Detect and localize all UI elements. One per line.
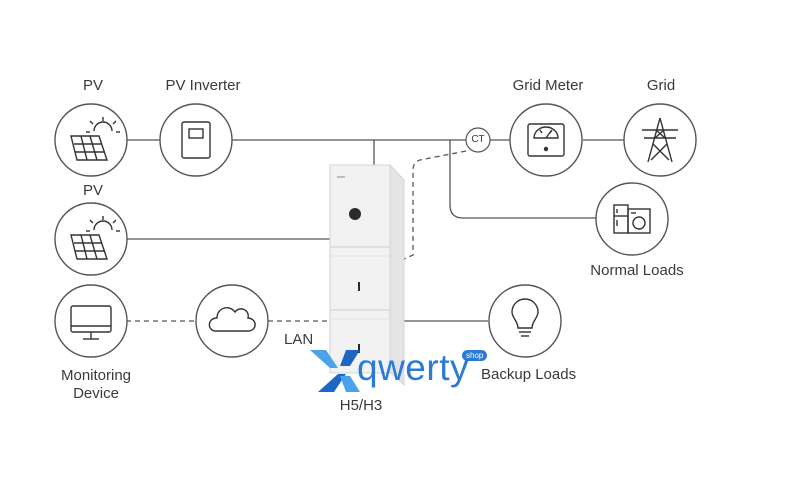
battery-indicator-1 xyxy=(358,282,360,291)
pv-inverter-node xyxy=(159,103,233,177)
hybrid-inverter-battery-stack xyxy=(328,163,406,387)
pv-top-label: PV xyxy=(82,77,104,94)
normal-loads-label: Normal Loads xyxy=(590,262,684,279)
pv-mid-label: PV xyxy=(82,182,104,199)
cloud-icon xyxy=(208,307,256,332)
battery-indicator-2 xyxy=(358,344,360,353)
ct-label: CT xyxy=(471,134,485,145)
cloud-node xyxy=(195,284,269,358)
appliances-icon xyxy=(613,204,651,234)
bulb-icon xyxy=(511,298,539,337)
pv-inverter-label: PV Inverter xyxy=(165,77,241,94)
inverter-icon xyxy=(181,121,211,159)
watermark-brand: qwerty xyxy=(357,347,469,388)
watermark-logo-mark xyxy=(310,350,360,392)
pv-top-node xyxy=(54,103,128,177)
solar-panel-icon xyxy=(70,117,120,161)
meter-icon xyxy=(527,123,565,157)
backup-loads-node xyxy=(488,284,562,358)
watermark-badge: shop xyxy=(462,350,488,361)
inverter-model-label: H5/H3 xyxy=(339,397,383,414)
grid-node xyxy=(623,103,697,177)
grid-meter-label: Grid Meter xyxy=(512,77,584,94)
monitoring-device-label: Monitoring Device xyxy=(60,367,132,402)
lan-label: LAN xyxy=(284,331,314,348)
backup-loads-label: Backup Loads xyxy=(481,366,577,383)
ac-bus-lines xyxy=(125,139,625,322)
dashed-comm-lines xyxy=(126,150,467,322)
pylon-icon xyxy=(642,117,678,163)
inverter-display xyxy=(349,208,361,220)
grid-label: Grid xyxy=(646,77,676,94)
solar-panel-icon xyxy=(70,216,120,260)
ct-node xyxy=(465,127,491,153)
grid-meter-node xyxy=(509,103,583,177)
pv-mid-node xyxy=(54,202,128,276)
monitor-icon xyxy=(70,305,112,340)
monitoring-node xyxy=(54,284,128,358)
normal-loads-node xyxy=(595,182,669,256)
